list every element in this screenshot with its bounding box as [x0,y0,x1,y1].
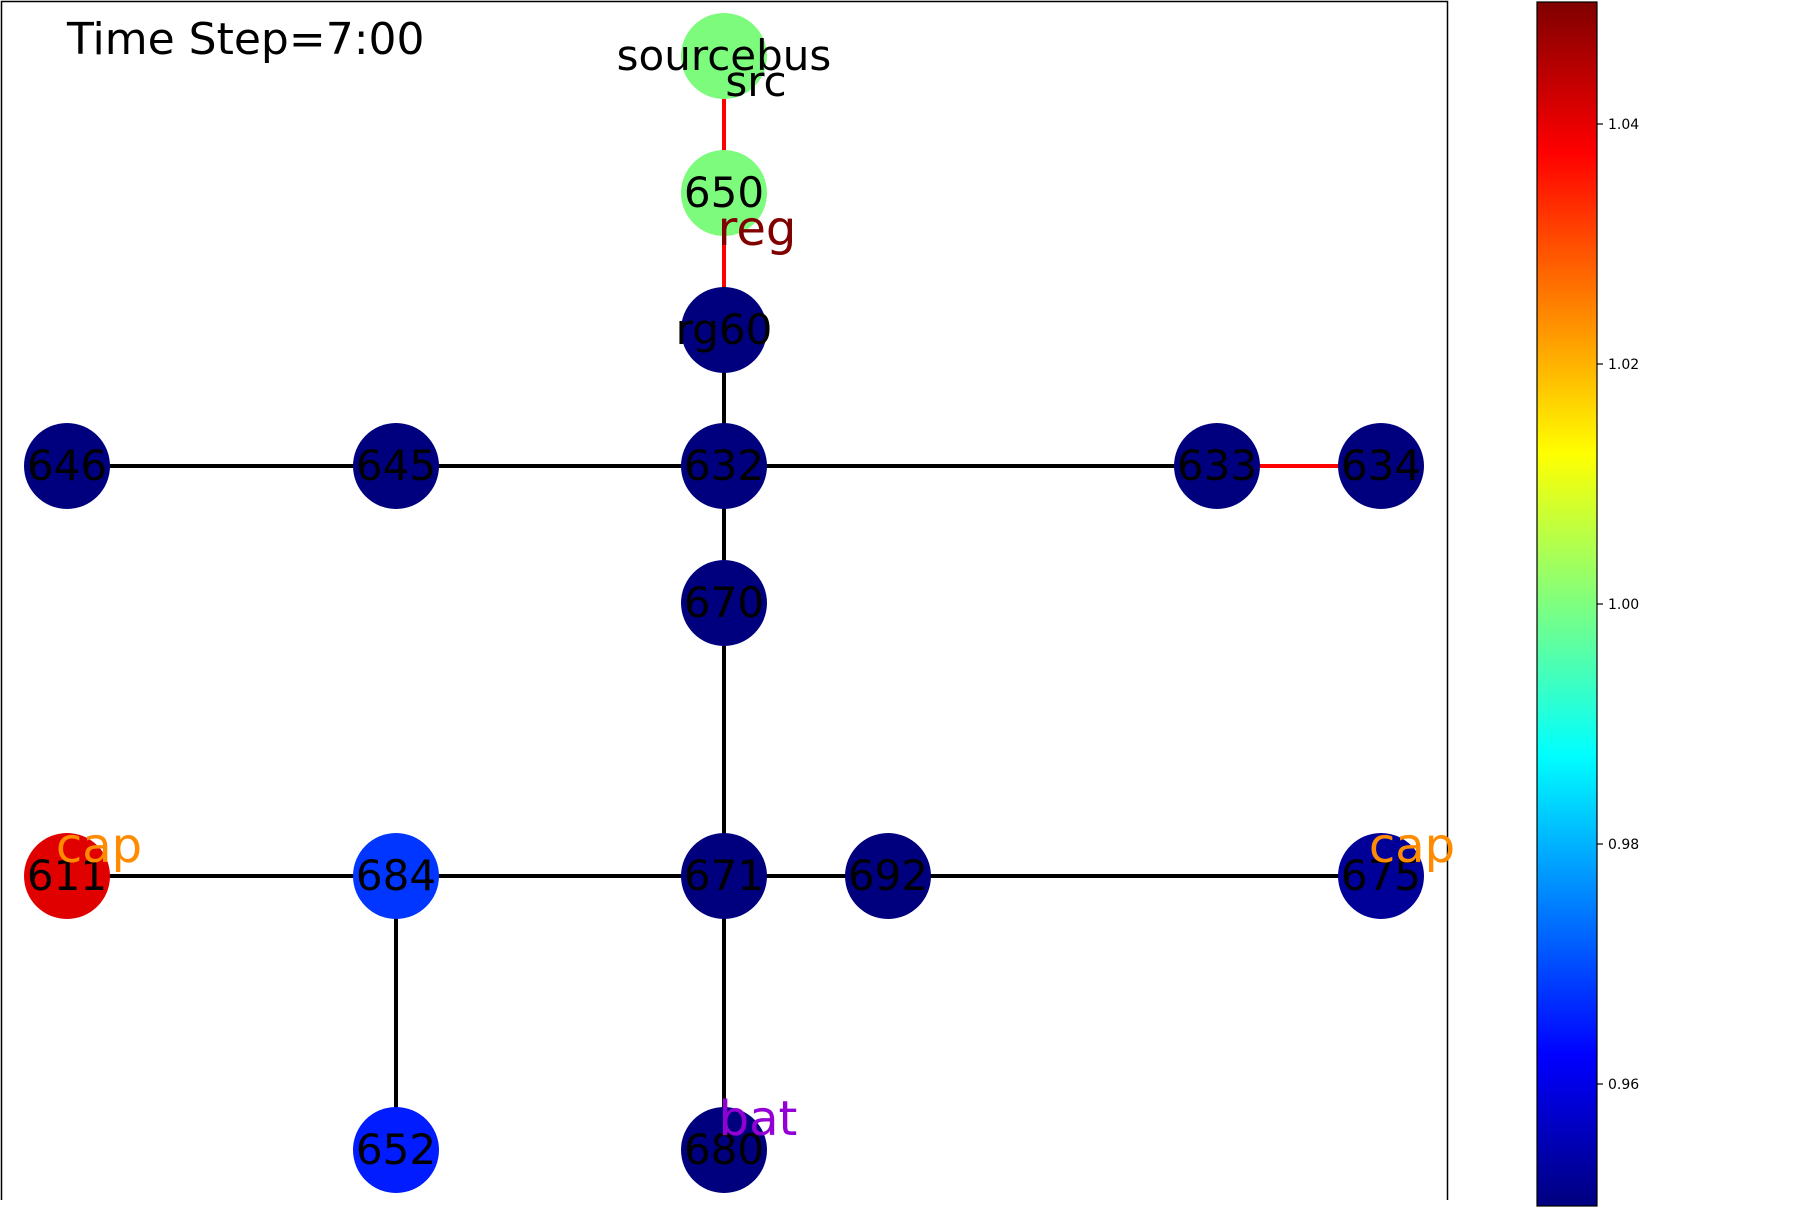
colorbar-tick-label: 1.04 [1608,117,1639,133]
node-rg60 [681,287,767,373]
node-692 [845,833,931,919]
network-diagram: sourcebus 650 rg60 632 646 645 633 634 670 611 684… [0,0,1455,1200]
annotation-src: src [725,57,786,106]
colorbar: 0.96 0.98 1.00 1.02 1.04 [1536,1,1639,1207]
node-label-650: 650 [684,168,764,217]
node-sourcebus [681,13,767,99]
annotations-layer: src reg cap cap bat [56,57,1455,1147]
diagram-title: Time Step=7:00 [66,14,425,65]
node-label-rg60: rg60 [676,305,773,354]
node-label-634: 634 [1341,441,1421,490]
node-label-670: 670 [684,578,764,627]
annotation-cap-611: cap [56,818,142,874]
node-label-645: 645 [356,441,436,490]
node-label-646: 646 [27,441,107,490]
annotation-reg: reg [718,201,797,257]
colorbar-tick-label: 1.02 [1608,357,1639,373]
node-671 [681,833,767,919]
nodes-layer [24,13,1424,1193]
node-646 [24,423,110,509]
node-680 [681,1107,767,1193]
colorbar-tick-label: 0.98 [1608,837,1639,853]
colorbar-tick-label: 1.00 [1608,597,1639,613]
node-645 [353,423,439,509]
node-label-692: 692 [848,851,928,900]
node-634 [1338,423,1424,509]
node-label-sourcebus: sourcebus [617,31,832,80]
node-611 [24,833,110,919]
labels-layer: sourcebus 650 rg60 632 646 645 633 634 670 611 684… [27,31,1421,1174]
node-632 [681,423,767,509]
colorbar-gradient [1536,1,1598,1207]
node-label-675: 675 [1341,851,1421,900]
node-675 [1338,833,1424,919]
node-650 [681,150,767,236]
node-633 [1174,423,1260,509]
colorbar-ticks: 0.96 0.98 1.00 1.02 1.04 [1597,117,1639,1093]
node-label-671: 671 [684,851,764,900]
node-label-611: 611 [27,851,107,900]
node-label-633: 633 [1177,441,1257,490]
node-label-632: 632 [684,441,764,490]
colorbar-tick-label: 0.96 [1608,1077,1639,1093]
node-684 [353,833,439,919]
node-652 [353,1107,439,1193]
node-label-684: 684 [356,851,436,900]
node-label-680: 680 [684,1125,764,1174]
node-670 [681,560,767,646]
node-label-652: 652 [356,1125,436,1174]
annotation-cap-675: cap [1369,818,1455,874]
annotation-bat: bat [719,1091,798,1147]
